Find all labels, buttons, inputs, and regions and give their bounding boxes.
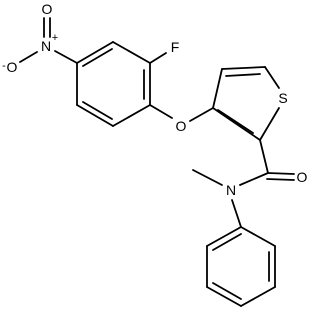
nitro-nitrogen-label: N: [41, 38, 51, 54]
ring3-bond-6: [206, 226, 242, 247]
o-thienyl-bond: [189, 107, 214, 122]
c-o-double-bond-b: [266, 178, 295, 181]
ring1-bond-6-inner: [82, 48, 113, 67]
carbonyl-n-bond: [239, 172, 269, 186]
ring1-bond-1: [112, 41, 151, 64]
ether-oxygen-label: O: [176, 118, 187, 134]
thio-bond-c3-c4: [212, 68, 223, 109]
chemical-structure-diagram: F N + O O - O S O N: [2, 1, 308, 307]
ring3-bond-4-inner: [212, 282, 242, 300]
ring1-bond-4-inner: [82, 101, 113, 120]
ring3-bond-4: [206, 286, 242, 307]
nitro-oxygen-top-label: O: [42, 1, 53, 17]
ring3-bond-6-inner: [212, 233, 242, 251]
n-phenyl-bond: [231, 199, 242, 228]
carbonyl-oxygen-label: O: [297, 169, 308, 185]
ring1-bond-4: [76, 104, 114, 127]
ring1-bond-6: [76, 41, 114, 64]
fluorine-label: F: [171, 39, 180, 55]
ring1-bond-3: [112, 104, 151, 127]
phenyl-ring: [206, 226, 276, 307]
structure-canvas: F N + O O - O S O N: [2, 1, 308, 307]
nitro-nitrogen-charge: +: [52, 32, 58, 44]
thienyl-carbonyl-bond: [259, 139, 269, 174]
thiophene-ring: [212, 66, 280, 141]
fluoronitrophenyl-ring: [76, 41, 151, 127]
thio-bond-c2-c3-inner: [217, 109, 254, 134]
thio-bond-c4-c5: [221, 66, 266, 70]
nitro-oxygen-left-charge: -: [2, 60, 6, 72]
nitro-oxygen-left-label: O: [7, 59, 18, 75]
n-methyl-bond: [192, 169, 223, 186]
thio-bond-c4-c5-inner: [225, 73, 261, 77]
sulfur-label: S: [278, 90, 287, 106]
aryl-o-bond: [149, 104, 173, 119]
n-o-single-bond: [19, 51, 38, 63]
thio-bond-c5-s: [264, 66, 280, 89]
ring3-bond-3: [240, 286, 276, 307]
ring3-bond-1: [240, 226, 276, 247]
c-n-nitro-bond: [54, 50, 78, 64]
thio-bond-c2-c3: [212, 107, 261, 141]
c-f-bond: [149, 52, 167, 64]
thio-bond-s-c2: [259, 107, 280, 141]
amide-nitrogen-label: N: [226, 182, 236, 198]
c-o-double-bond-a: [267, 172, 295, 175]
